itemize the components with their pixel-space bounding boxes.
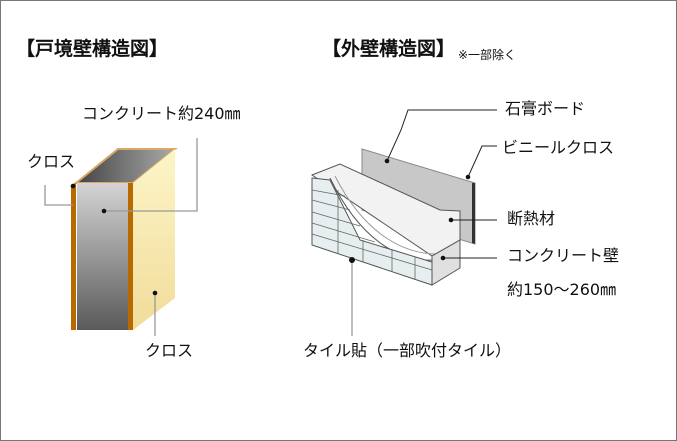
exterior-wall-illustration <box>310 148 476 286</box>
label-insulation: 断熱材 <box>507 209 556 228</box>
label-concrete-wall: コンクリート壁 <box>507 246 620 265</box>
exterior-wall-note: ※一部除く <box>458 48 517 62</box>
party-wall-illustration <box>71 148 178 330</box>
label-tile: タイル貼（一部吹付タイル） <box>303 341 512 360</box>
party-wall-title: 【戸境壁構造図】 <box>16 38 169 60</box>
label-cloth-left: クロス <box>27 152 76 171</box>
label-gypsum: 石膏ボード <box>505 99 586 118</box>
label-cloth-bottom: クロス <box>145 341 194 360</box>
label-concrete-thickness: 約150～260㎜ <box>507 280 617 299</box>
exterior-wall-title: 【外壁構造図】 <box>322 38 456 60</box>
leader-lines <box>44 138 353 336</box>
label-vinyl-cloth: ビニールクロス <box>502 138 615 157</box>
label-concrete-240: コンクリート約240㎜ <box>82 104 241 123</box>
